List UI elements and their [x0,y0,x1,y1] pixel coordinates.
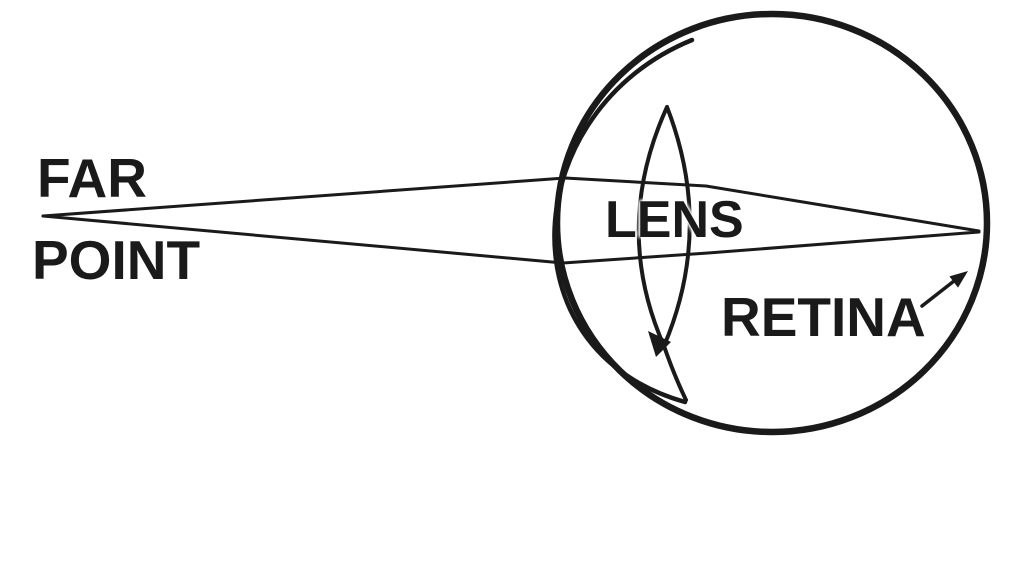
retina-arrow-icon [920,271,968,308]
retina-label: RETINA [721,286,926,348]
lens-label: LENS [605,191,744,249]
lens-tip-ink-blob [648,331,671,357]
cornea-curve [552,37,695,405]
far-point-label-line2: POINT [32,229,201,291]
lens-shape [636,105,692,348]
far-point-label-line1: FAR [37,147,147,209]
upper-light-ray [41,176,981,233]
lower-light-ray [41,214,981,265]
lens-tip-overshoot-stroke [662,344,688,402]
